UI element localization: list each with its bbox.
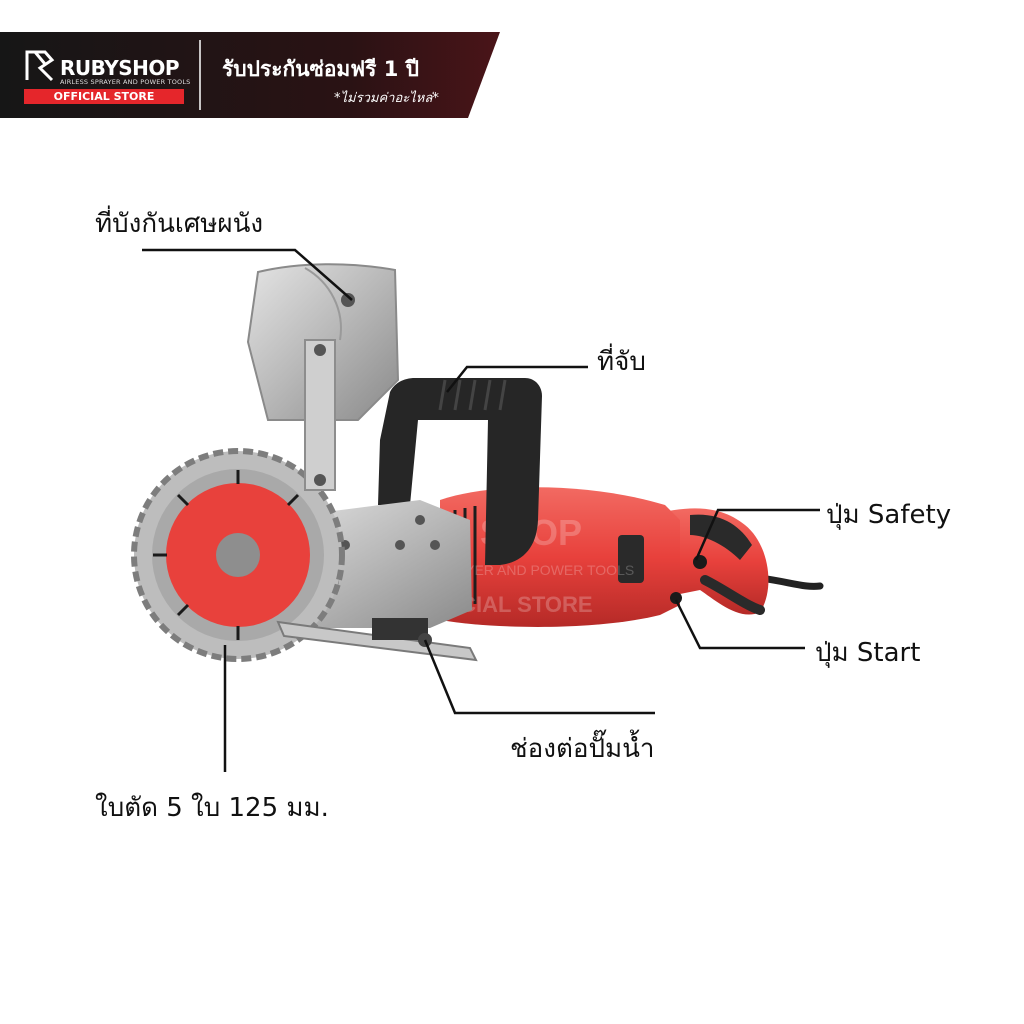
brand-tagline: AIRLESS SPRAYER AND POWER TOOLS — [60, 78, 191, 86]
power-cord — [756, 574, 824, 590]
safety-button-icon — [693, 555, 707, 569]
brand-name: RUBYSHOP — [60, 56, 180, 80]
start-button-icon — [670, 592, 682, 604]
label-handle: ที่จับ — [597, 347, 646, 377]
rubyshop-logo-icon — [25, 50, 55, 82]
base-shoe — [276, 618, 478, 662]
debris-guard — [246, 263, 400, 491]
official-store-badge: OFFICIAL STORE — [24, 89, 184, 104]
label-water-pump-port: ช่องต่อปั๊มน้ำ — [510, 734, 655, 764]
label-blade: ใบตัด 5 ใบ 125 มม. — [95, 793, 329, 823]
callout-lines — [142, 248, 820, 772]
warranty-title: รับประกันซ่อมฟรี 1 ปี — [222, 57, 419, 81]
warranty-note: *ไม่รวมค่าอะไหล่* — [334, 91, 439, 106]
top-handle — [378, 378, 542, 565]
label-debris-guard: ที่บังกันเศษผนัง — [95, 209, 264, 239]
cutting-blade — [131, 448, 345, 662]
label-safety-button: ปุ่ม Safety — [826, 500, 952, 530]
label-start-button: ปุ่ม Start — [815, 638, 921, 668]
